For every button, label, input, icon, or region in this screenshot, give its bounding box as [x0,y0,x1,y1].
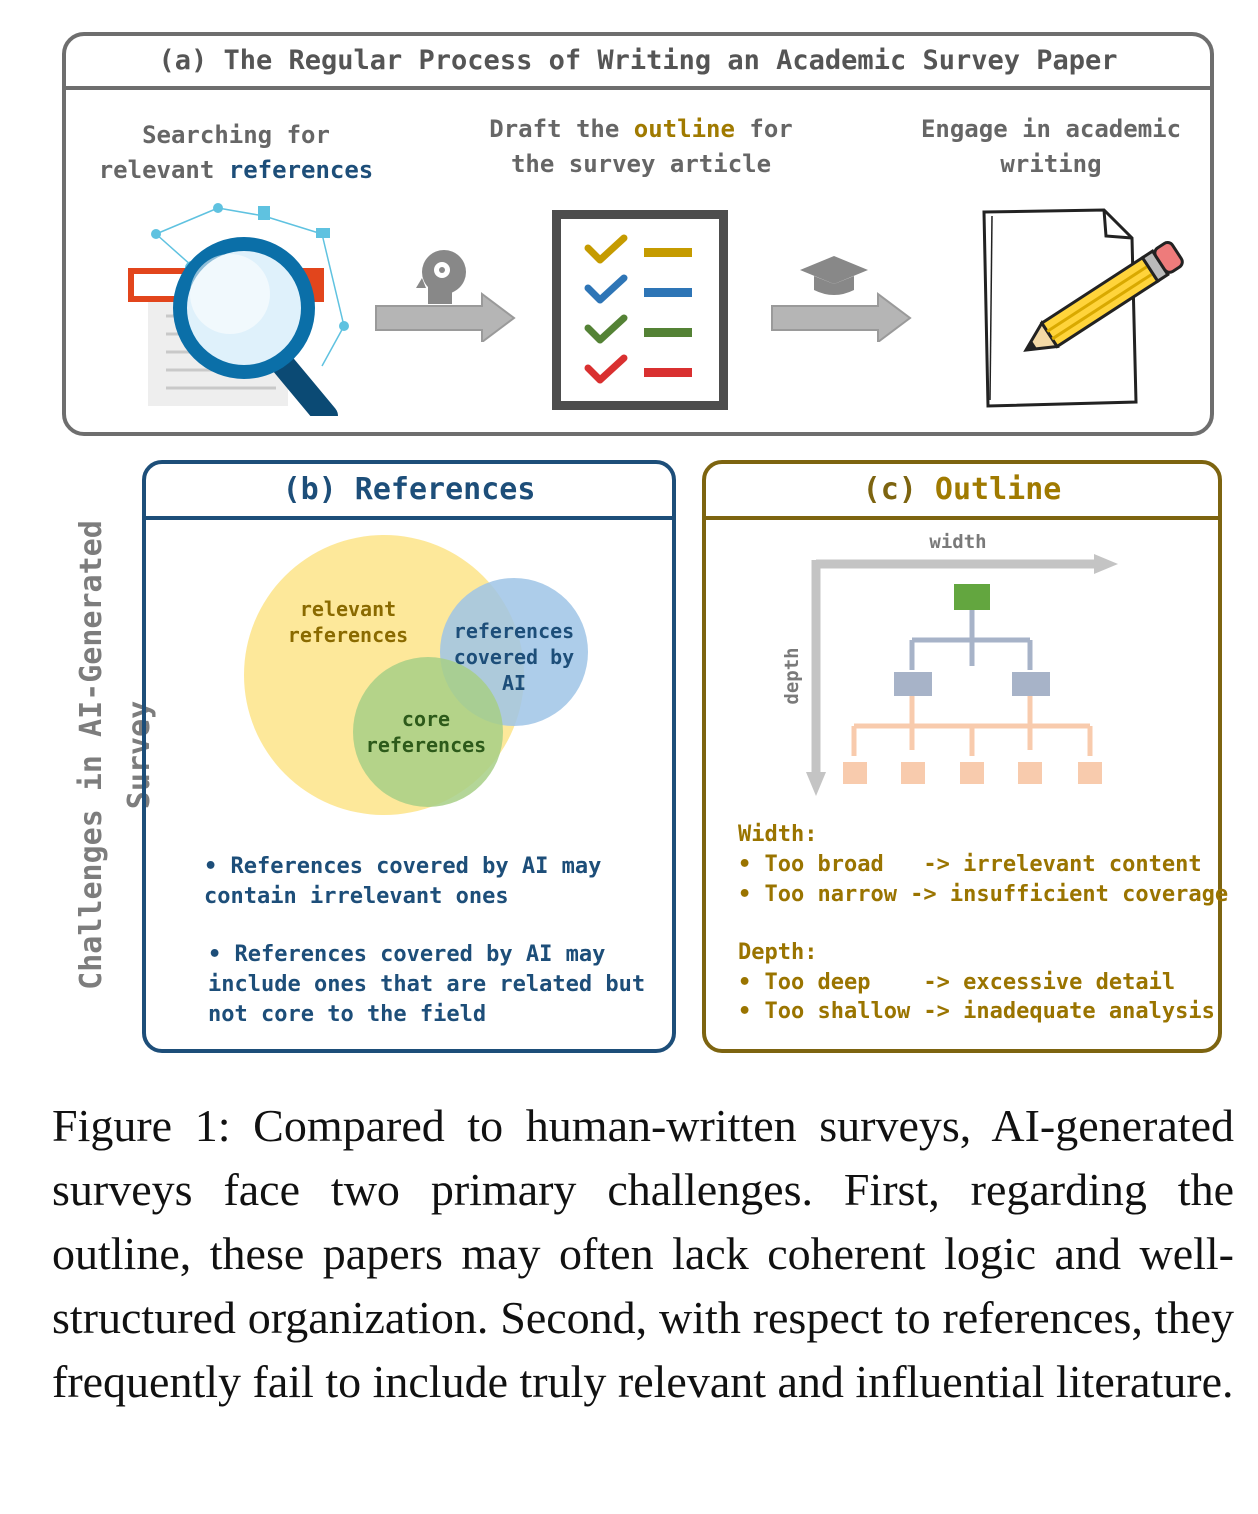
panel-c-title: (c) Outline [706,464,1218,520]
checklist-bar-gold [644,248,692,257]
check-icon-red [584,354,628,384]
venn-core-label-line2: references [366,733,486,757]
references-venn-diagram: relevant references references covered b… [244,535,588,815]
step2-line2: the survey article [510,150,772,178]
bullet2-line1: • References covered by AI may [208,942,606,967]
network-lines [155,207,345,367]
chart-node-icon [258,206,270,220]
tree-leaf-node [1018,762,1042,784]
tree-leaf-node [1078,762,1102,784]
step1-line2-prefix: relevant [98,156,229,184]
tree-child-node [1012,672,1050,696]
gear-center [439,267,445,273]
network-node [213,203,223,213]
panel-a-title: (a) The Regular Process of Writing an Ac… [66,36,1210,90]
pencil [1023,241,1184,352]
step1-keyword: references [228,156,374,184]
step1-line1: Searching for [142,121,330,149]
step2-line1: Draft the outline for [476,112,806,147]
paper-fold [1102,209,1133,240]
width-arrow [816,554,1118,574]
process-arrow [771,292,912,342]
step3-line1: Engage in academic [920,115,1182,143]
check-icon-green [584,314,628,344]
step2-line1-suffix: for [734,115,793,143]
references-bullet-not-core: • References covered by AI may include o… [208,940,648,1030]
checklist-frame [552,210,728,410]
step2-line1-prefix: Draft the [489,115,634,143]
paper-edge-line [989,215,993,401]
arrow-right-icon [375,250,516,342]
network-node [151,229,161,239]
panel-regular-process: (a) The Regular Process of Writing an Ac… [62,32,1214,436]
paper-sheet [982,208,1138,408]
check-icon-gold [584,234,628,264]
step2-keyword: outline [633,115,735,143]
panel-c-title-keyword: Outline [934,472,1062,507]
tree-leaf-node [843,762,867,784]
outline-tree-diagram: width depth [781,531,1118,796]
process-arrow [375,292,516,342]
step-outline-label: Draft the outline for the survey article [476,112,806,182]
references-bullet-irrelevant: • References covered by AI may contain i… [204,852,644,912]
depth-item-deep: • Too deep -> excessive detail [738,970,1176,995]
depth-item-shallow: • Too shallow -> inadequate analysis [738,999,1215,1024]
checklist-icon [552,210,728,410]
checklist-bar-red [644,368,692,377]
mail-node-icon [316,228,330,238]
panel-c-title-prefix: (c) [862,472,935,507]
network-node [339,321,349,331]
challenges-side-label: Challenges in AI-Generated Survey [74,520,157,990]
tree-root-node [954,584,990,610]
checklist-bar-blue [644,288,692,297]
figure-caption: Figure 1: Compared to human-written surv… [52,1100,1234,1407]
venn-covered-label-line1: references [454,619,574,643]
width-item-narrow: • Too narrow -> insufficient coverage [738,882,1229,907]
depth-arrow [806,560,826,796]
magnifier-search-icon [128,203,349,416]
panel-outline: (c) Outline width depth [702,460,1228,1053]
lens-glare [190,254,270,334]
venn-relevant-label-line1: relevant [300,597,396,621]
venn-covered-label-line3: AI [502,671,526,695]
axis-width-label: width [929,531,986,553]
width-item-broad: • Too broad -> irrelevant content [738,852,1202,877]
bullet1-line1: • References covered by AI may [204,854,602,879]
venn-covered-label-line2: covered by [454,645,574,669]
depth-title: Depth: [738,940,818,965]
bullet2-line2: include ones that are related but [208,972,646,997]
venn-relevant-label-line2: references [288,623,408,647]
step3-line2: writing [1000,150,1102,178]
check-icon-blue [584,274,628,304]
width-title: Width: [738,822,818,847]
tree-leaf-node [960,762,984,784]
arrow-right-icon [771,256,912,342]
venn-core-label-line1: core [402,707,450,731]
step1-line2: relevant references [86,153,386,188]
tree-level2-edges [851,696,1093,756]
venn-core-circle [353,657,503,807]
paper-pencil-icon [982,208,1184,408]
graduation-cap-icon [800,256,868,284]
tree-leaf-node [901,762,925,784]
step-writing-label: Engage in academic writing [906,112,1196,182]
graduation-cap-base [814,276,854,295]
tree-child-node [894,672,932,696]
step-search-label: Searching for relevant references [86,118,386,188]
bullet2-line3: not core to the field [208,1002,487,1027]
checklist-bar-green [644,328,692,337]
bullet1-line2: contain irrelevant ones [204,884,509,909]
panel-references: (b) References relevant references refer… [142,460,676,1053]
panel-b-title: (b) References [146,464,672,520]
tree-level1-edges [909,610,1033,670]
axis-depth-label: depth [781,647,803,704]
